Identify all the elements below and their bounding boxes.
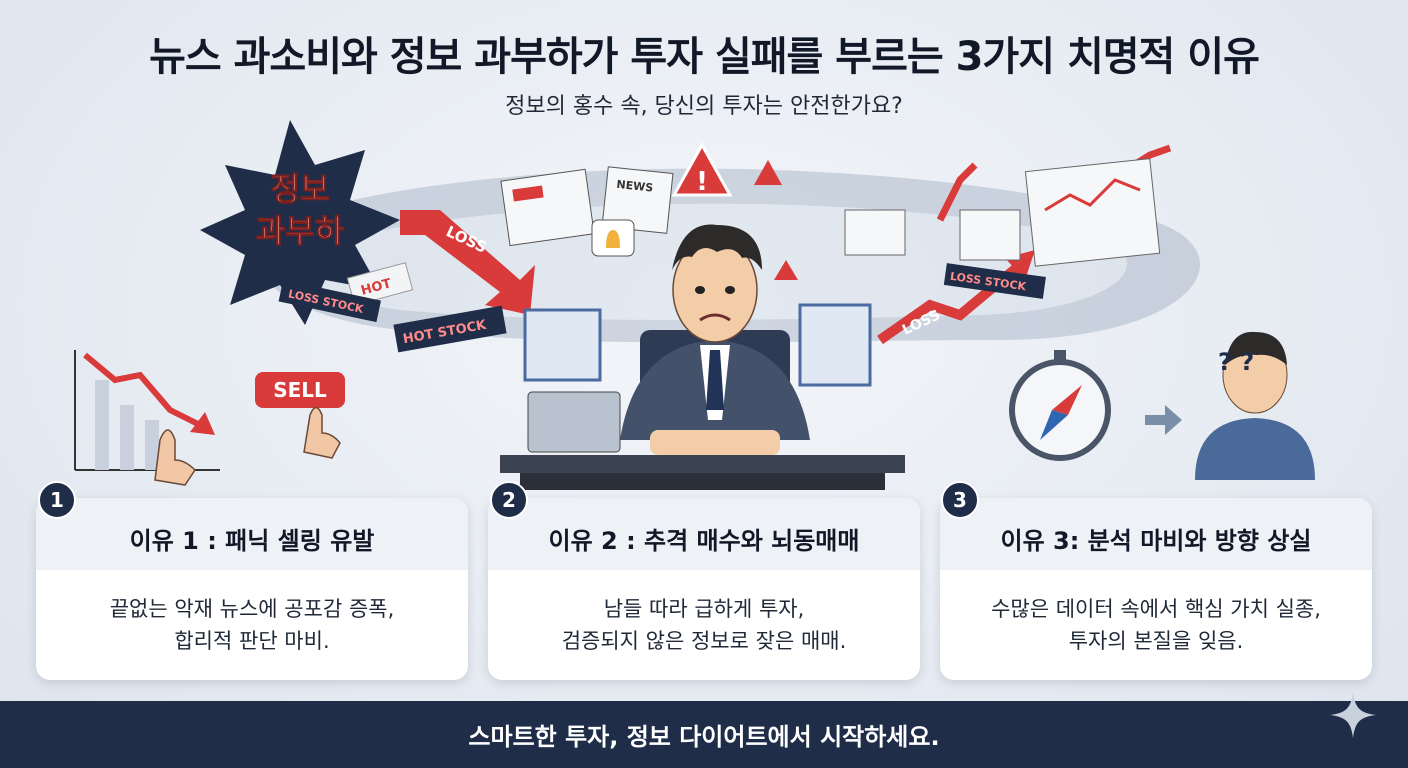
question-marks: ? ?: [1218, 348, 1254, 376]
reason-1-heading: 이유 1 : 패닉 셀링 유발: [36, 498, 468, 570]
sell-button-illustration: SELL: [255, 372, 345, 458]
svg-text:!: !: [696, 167, 708, 197]
reason-1-card: 이유 1 : 패닉 셀링 유발 끝없는 악재 뉴스에 공포감 증폭, 합리적 판…: [36, 498, 468, 680]
illustration: 정보 과부하 LOSS HOT LOSS STOCK HOT STOCK SEL…: [0, 110, 1408, 490]
svg-text:SELL: SELL: [273, 378, 327, 402]
reason-1-body: 끝없는 악재 뉴스에 공포감 증폭, 합리적 판단 마비.: [36, 570, 468, 680]
reason-2-card: 이유 2 : 추격 매수와 뇌동매매 남들 따라 급하게 투자, 검증되지 않은…: [488, 498, 920, 680]
arrow-right-icon: [1145, 405, 1182, 435]
compass-icon: [1012, 350, 1108, 458]
reason-3-body: 수많은 데이터 속에서 핵심 가치 실종, 투자의 본질을 잊음.: [940, 570, 1372, 680]
stock-chart-card: [845, 159, 1160, 267]
reason-3-card: 이유 3: 분석 마비와 방향 상실 수많은 데이터 속에서 핵심 가치 실종,…: [940, 498, 1372, 680]
reason-2-badge: 2: [490, 481, 528, 519]
sparkle-icon: [1328, 690, 1378, 740]
burst-text-1: 정보: [271, 170, 330, 208]
footer-banner: 스마트한 투자, 정보 다이어트에서 시작하세요.: [0, 701, 1408, 768]
falling-chart: [75, 350, 220, 485]
reason-1-badge: 1: [38, 481, 76, 519]
bell-icon: [592, 220, 634, 256]
confused-person: ? ?: [1195, 332, 1315, 480]
reason-2-body: 남들 따라 급하게 투자, 검증되지 않은 정보로 잦은 매매.: [488, 570, 920, 680]
reason-3-badge: 3: [941, 481, 979, 519]
burst-text-2: 과부하: [256, 212, 345, 250]
reason-3-heading: 이유 3: 분석 마비와 방향 상실: [940, 498, 1372, 570]
reason-2-heading: 이유 2 : 추격 매수와 뇌동매매: [488, 498, 920, 570]
page-title: 뉴스 과소비와 정보 과부하가 투자 실패를 부르는 3가지 치명적 이유: [0, 24, 1408, 82]
